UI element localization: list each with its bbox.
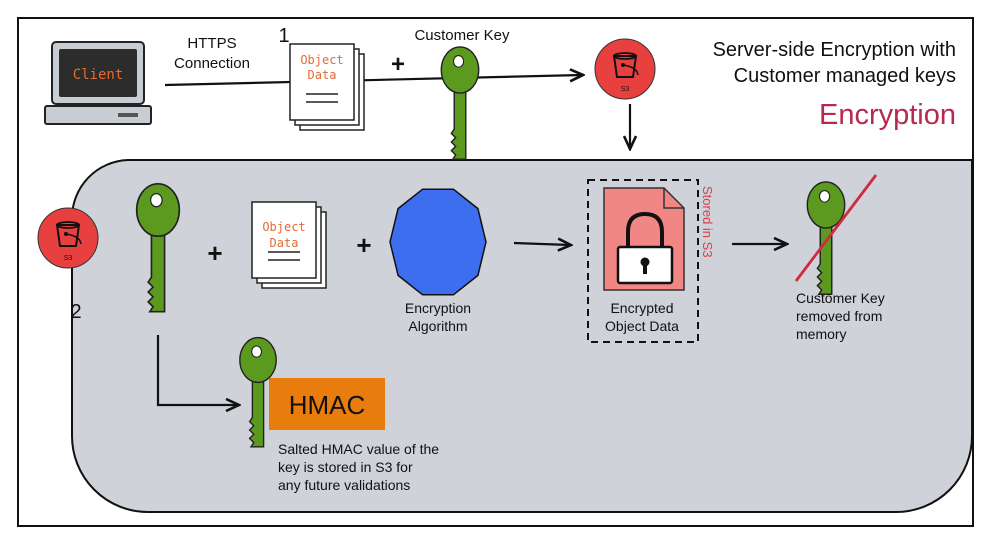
customer-key-label: Customer Key [414, 27, 510, 44]
object-data-top-line1: Object [300, 53, 343, 67]
object-data-panel-line1: Object [262, 220, 305, 234]
header-subtitle: Encryption [819, 99, 956, 131]
removed-label-line2: removed from [796, 308, 882, 324]
plus-sign-panel-2: + [356, 230, 371, 260]
object-data-panel-line2: Data [270, 236, 299, 250]
padlock-icon [616, 211, 674, 285]
stored-in-s3-boundary [587, 179, 699, 343]
hmac-label: HMAC [289, 390, 366, 420]
encrypted-label-line1: Encrypted [610, 300, 673, 316]
encryption-algorithm-icon [389, 188, 487, 296]
client-label: Client [73, 67, 124, 83]
step-2-label: 2 [70, 301, 81, 323]
stored-in-s3-label: Stored in S3 [700, 186, 715, 258]
header-title-line1: Server-side Encryption with [713, 39, 956, 61]
removed-label-line3: memory [796, 326, 847, 342]
object-data-top-line2: Data [308, 68, 337, 82]
connection-label-line2: Connection [174, 55, 250, 72]
strike-through-line [794, 174, 878, 282]
s3-label-top: S3 [621, 86, 630, 93]
arrow-to-encrypted [513, 243, 570, 245]
algorithm-label-line1: Encryption [405, 300, 471, 316]
step-1-label: 1 [278, 25, 289, 47]
algorithm-label-line2: Algorithm [408, 318, 467, 334]
plus-sign-top: + [391, 51, 405, 78]
connection-label-line1: HTTPS [187, 35, 236, 52]
hmac-desc-line1: Salted HMAC value of the [278, 441, 439, 457]
header-title-line2: Customer managed keys [734, 65, 956, 87]
removed-label-line1: Customer Key [796, 290, 885, 306]
encrypted-label-line2: Object Data [605, 318, 679, 334]
https-arrow [164, 75, 582, 87]
s3-label-left: S3 [64, 255, 73, 262]
arrow-to-hmac [156, 335, 238, 405]
hmac-desc-line2: key is stored in S3 for [278, 459, 413, 475]
hmac-desc-line3: any future validations [278, 477, 410, 493]
hmac-box [269, 378, 385, 430]
client-computer-icon [44, 41, 152, 125]
plus-sign-panel-1: + [207, 238, 222, 268]
